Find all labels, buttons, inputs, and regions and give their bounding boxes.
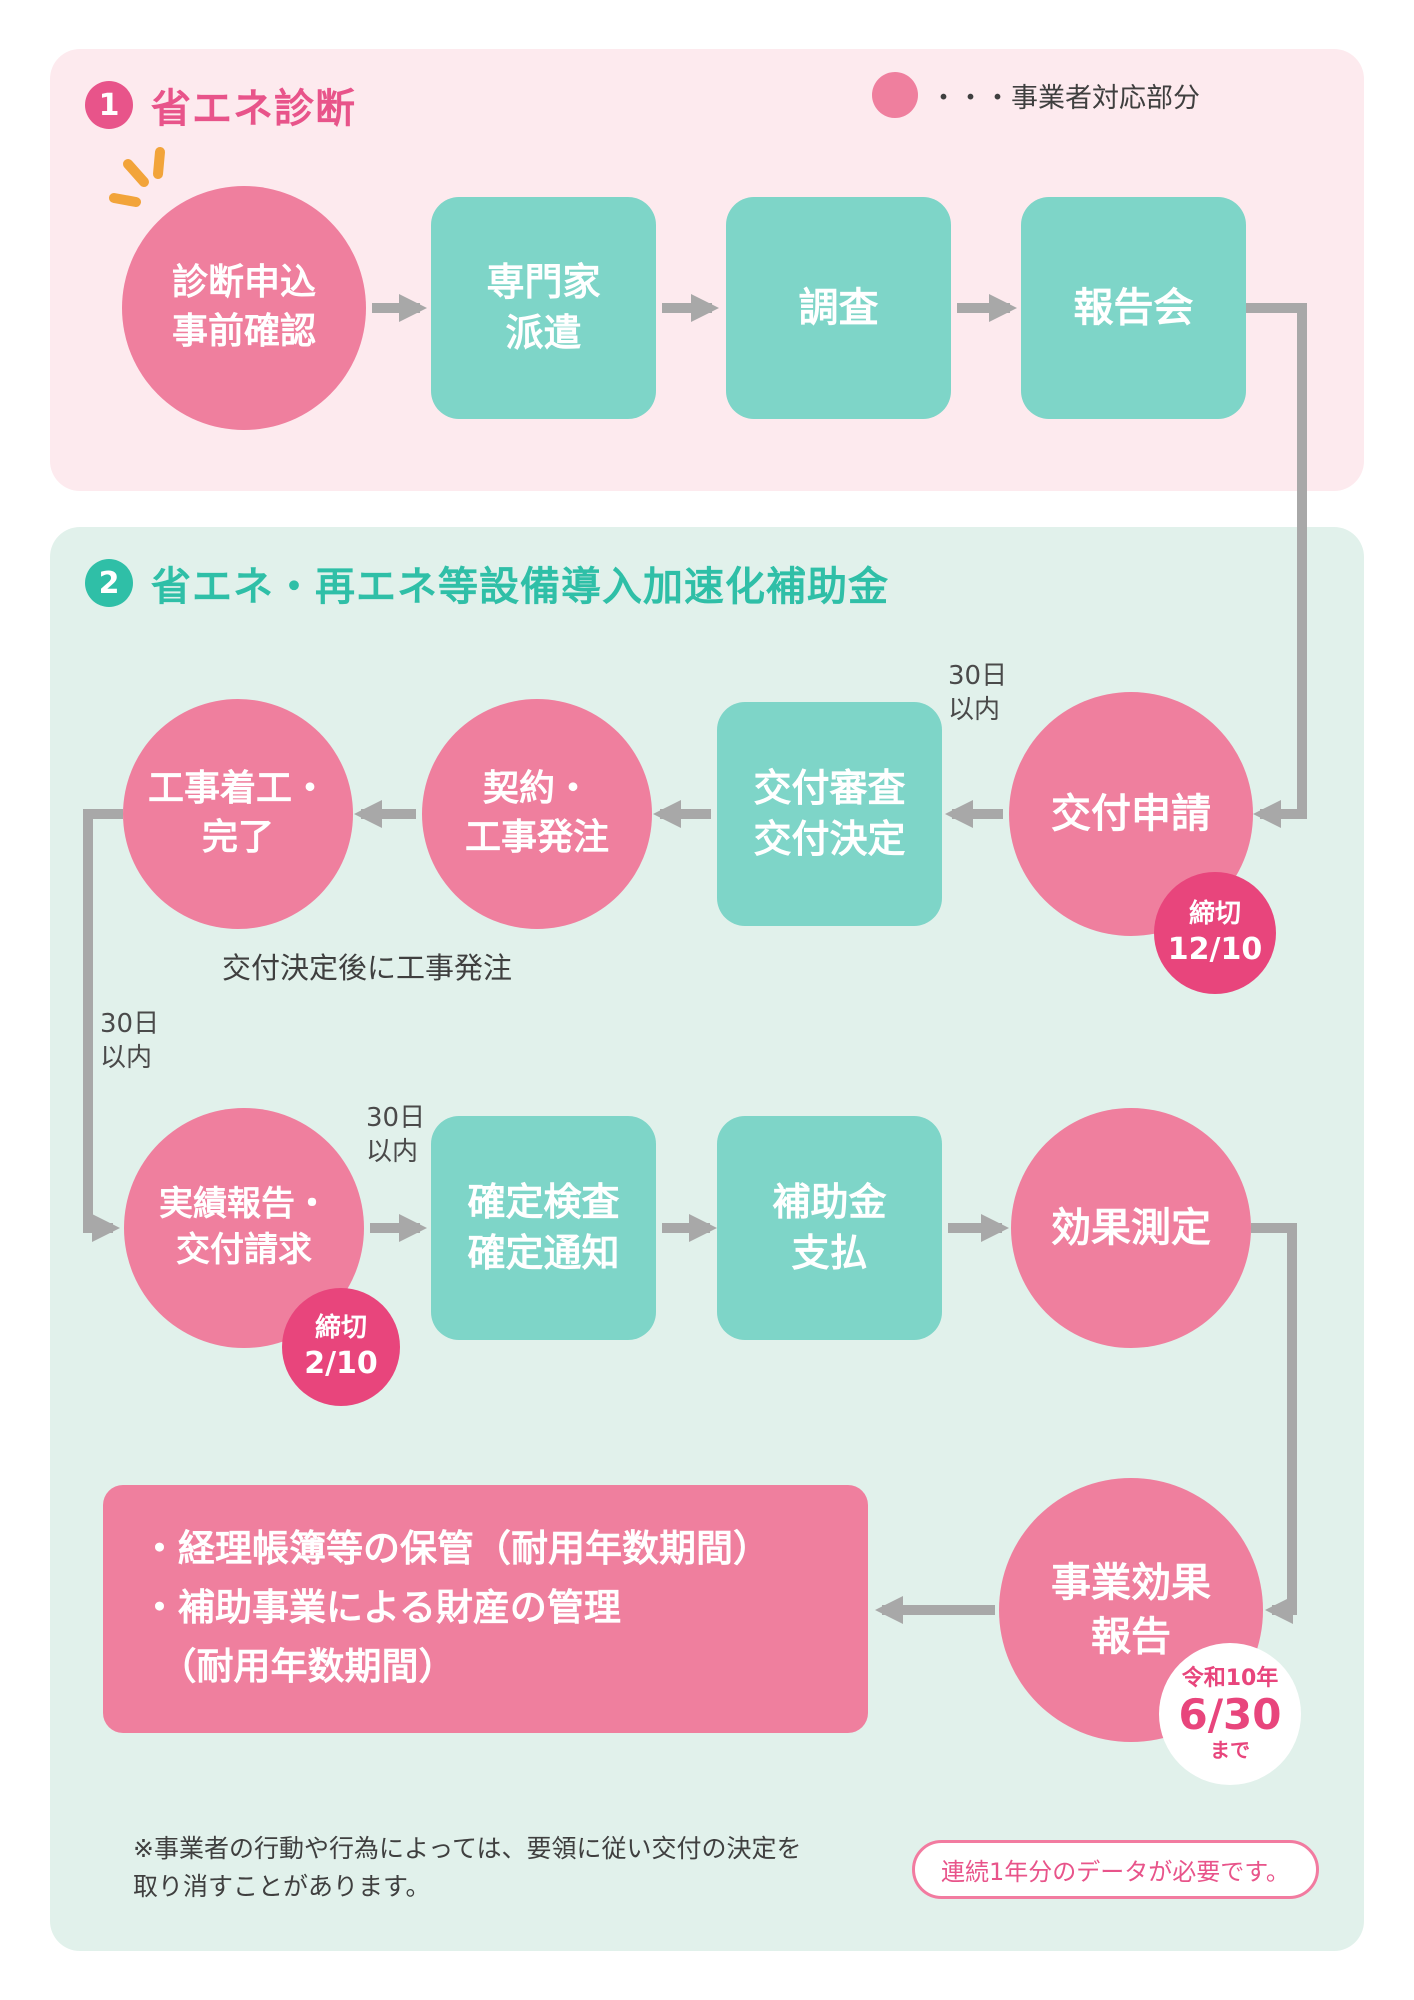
node-survey: 調査 [726, 197, 951, 419]
label-within-30-days-3: 30日 以内 [366, 1103, 426, 1167]
section-2-title: 省エネ・再エネ等設備導入加速化補助金 [151, 564, 889, 610]
section-2-header: 2 省エネ・再エネ等設備導入加速化補助金 [85, 554, 889, 612]
management-requirements-box: ・経理帳簿等の保管（耐用年数期間） ・補助事業による財産の管理 （耐用年数期間） [103, 1485, 868, 1733]
due-badge-6-30: 令和10年 6/30 まで [1159, 1643, 1301, 1785]
data-requirement-pill: 連続1年分のデータが必要です。 [912, 1840, 1319, 1899]
node-grant-review: 交付審査 交付決定 [717, 702, 942, 926]
section-1-number-badge: 1 [85, 81, 133, 129]
sparkle-icon [109, 147, 165, 207]
node-subsidy-payment: 補助金 支払 [717, 1116, 942, 1340]
due-badge-era: 令和10年 [1181, 1665, 1279, 1691]
legend-pink-dot-icon [872, 72, 918, 118]
note-order-after-decision: 交付決定後に工事発注 [222, 951, 513, 985]
node-construction-complete: 工事着工・ 完了 [123, 699, 353, 929]
due-badge-date: 6/30 [1178, 1690, 1282, 1739]
node-diagnosis-apply: 診断申込 事前確認 [122, 186, 366, 430]
arrow-measurement-to-effect-report [1251, 1223, 1297, 1624]
node-contract-order: 契約・ 工事発注 [422, 699, 652, 929]
node-expert-dispatch: 専門家 派遣 [431, 197, 656, 419]
legend: ・・・事業者対応部分 [872, 72, 1200, 118]
section-2-number-badge: 2 [85, 559, 133, 607]
arrow-construction-to-result [83, 809, 123, 1242]
section-1-title: 省エネ診断 [151, 86, 356, 132]
node-final-inspection: 確定検査 確定通知 [431, 1116, 656, 1340]
node-effect-measurement: 効果測定 [1011, 1108, 1251, 1348]
label-within-30-days-2: 30日 以内 [100, 1009, 160, 1073]
label-within-30-days-1: 30日 以内 [948, 661, 1008, 725]
due-badge-suffix: まで [1210, 1738, 1250, 1763]
section-1-header: 1 省エネ診断 [85, 76, 356, 134]
deadline-2-label: 締切 [314, 1313, 367, 1343]
node-briefing: 報告会 [1021, 197, 1246, 419]
legend-label: ・・・事業者対応部分 [930, 82, 1200, 114]
deadline-1-label: 締切 [1188, 899, 1241, 929]
deadline-badge-2-10: 締切 2/10 [282, 1288, 400, 1406]
arrow-briefing-to-application [1246, 303, 1307, 828]
deadline-badge-12-10: 締切 12/10 [1154, 872, 1276, 994]
deadline-2-date: 2/10 [304, 1345, 378, 1381]
deadline-1-date: 12/10 [1167, 931, 1263, 967]
cancellation-footnote: ※事業者の行動や行為によっては、要領に従い交付の決定を 取り消すことがあります。 [133, 1834, 802, 1901]
